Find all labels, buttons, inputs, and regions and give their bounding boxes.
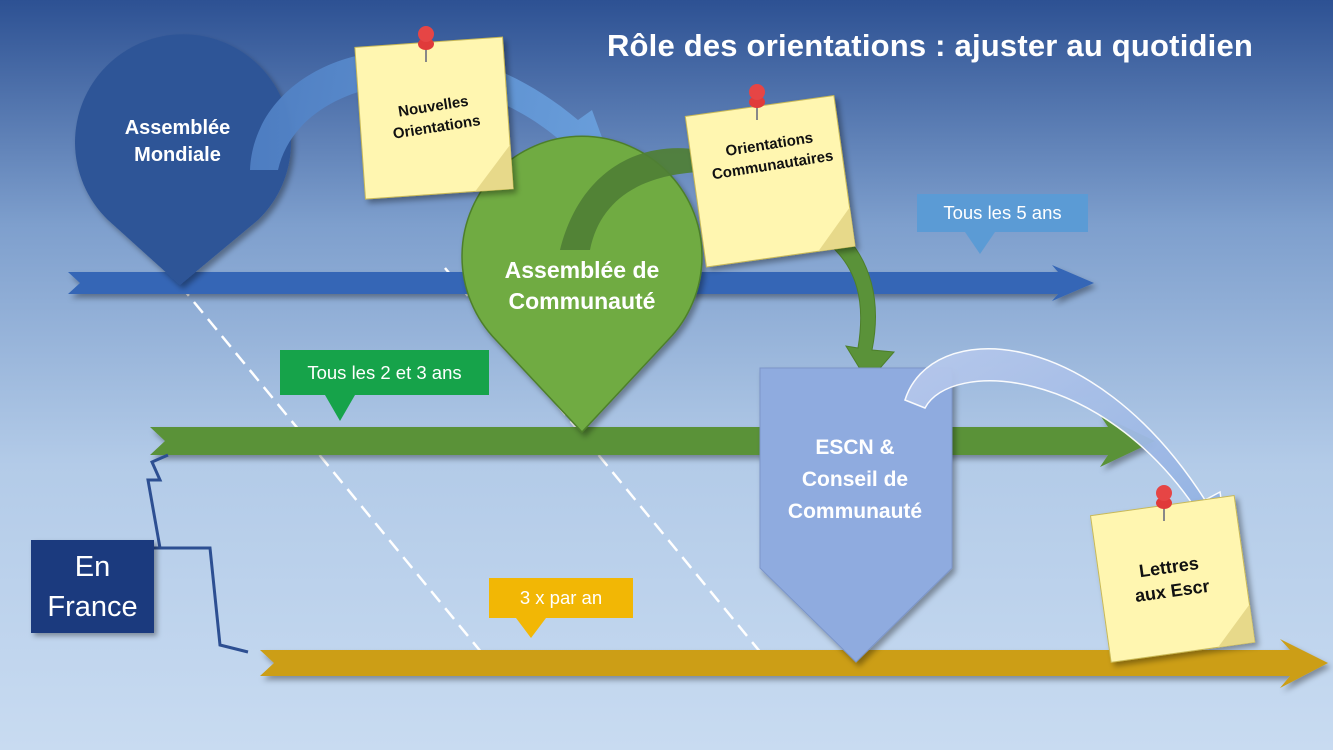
en-france-label: En France [47, 551, 138, 623]
escn-shape [759, 367, 953, 663]
callout-five-years: Tous les 5 ans [917, 194, 1088, 254]
assemblee-mondiale-label: Assemblée Mondiale [124, 117, 231, 166]
green-curved-arrow-in [560, 148, 700, 250]
pushpin-icon [749, 84, 765, 120]
pushpin-icon [418, 26, 434, 62]
callout-two-three-years: Tous les 2 et 3 ans [280, 350, 489, 421]
callout-five-years-text: Tous les 5 ans [943, 202, 1062, 223]
en-france-box: En France [31, 540, 154, 633]
callout-three-per-year: 3 x par an [489, 578, 633, 638]
france-bracket [146, 453, 249, 654]
pushpin-icon [1156, 485, 1172, 521]
callout-tail [325, 395, 355, 421]
callout-two-three-years-text: Tous les 2 et 3 ans [307, 362, 462, 383]
blue-curved-arrow [250, 50, 612, 170]
escn-label: ESCN & Conseil de Communauté [787, 436, 923, 523]
assemblee-mondiale-shape [75, 34, 291, 286]
assemblee-communaute-label: Assemblée de Communauté [504, 257, 660, 314]
callout-three-per-year-text: 3 x par an [519, 587, 603, 608]
dashed-connector-1 [179, 284, 501, 676]
note-lettres-aux-escr [1089, 494, 1256, 663]
page-title: Rôle des orientations : ajuster au quoti… [606, 28, 1254, 63]
gold-timeline-track [260, 639, 1328, 688]
assemblee-communaute-shape [461, 135, 703, 434]
callout-tail [965, 232, 995, 254]
callout-tail [516, 618, 546, 638]
